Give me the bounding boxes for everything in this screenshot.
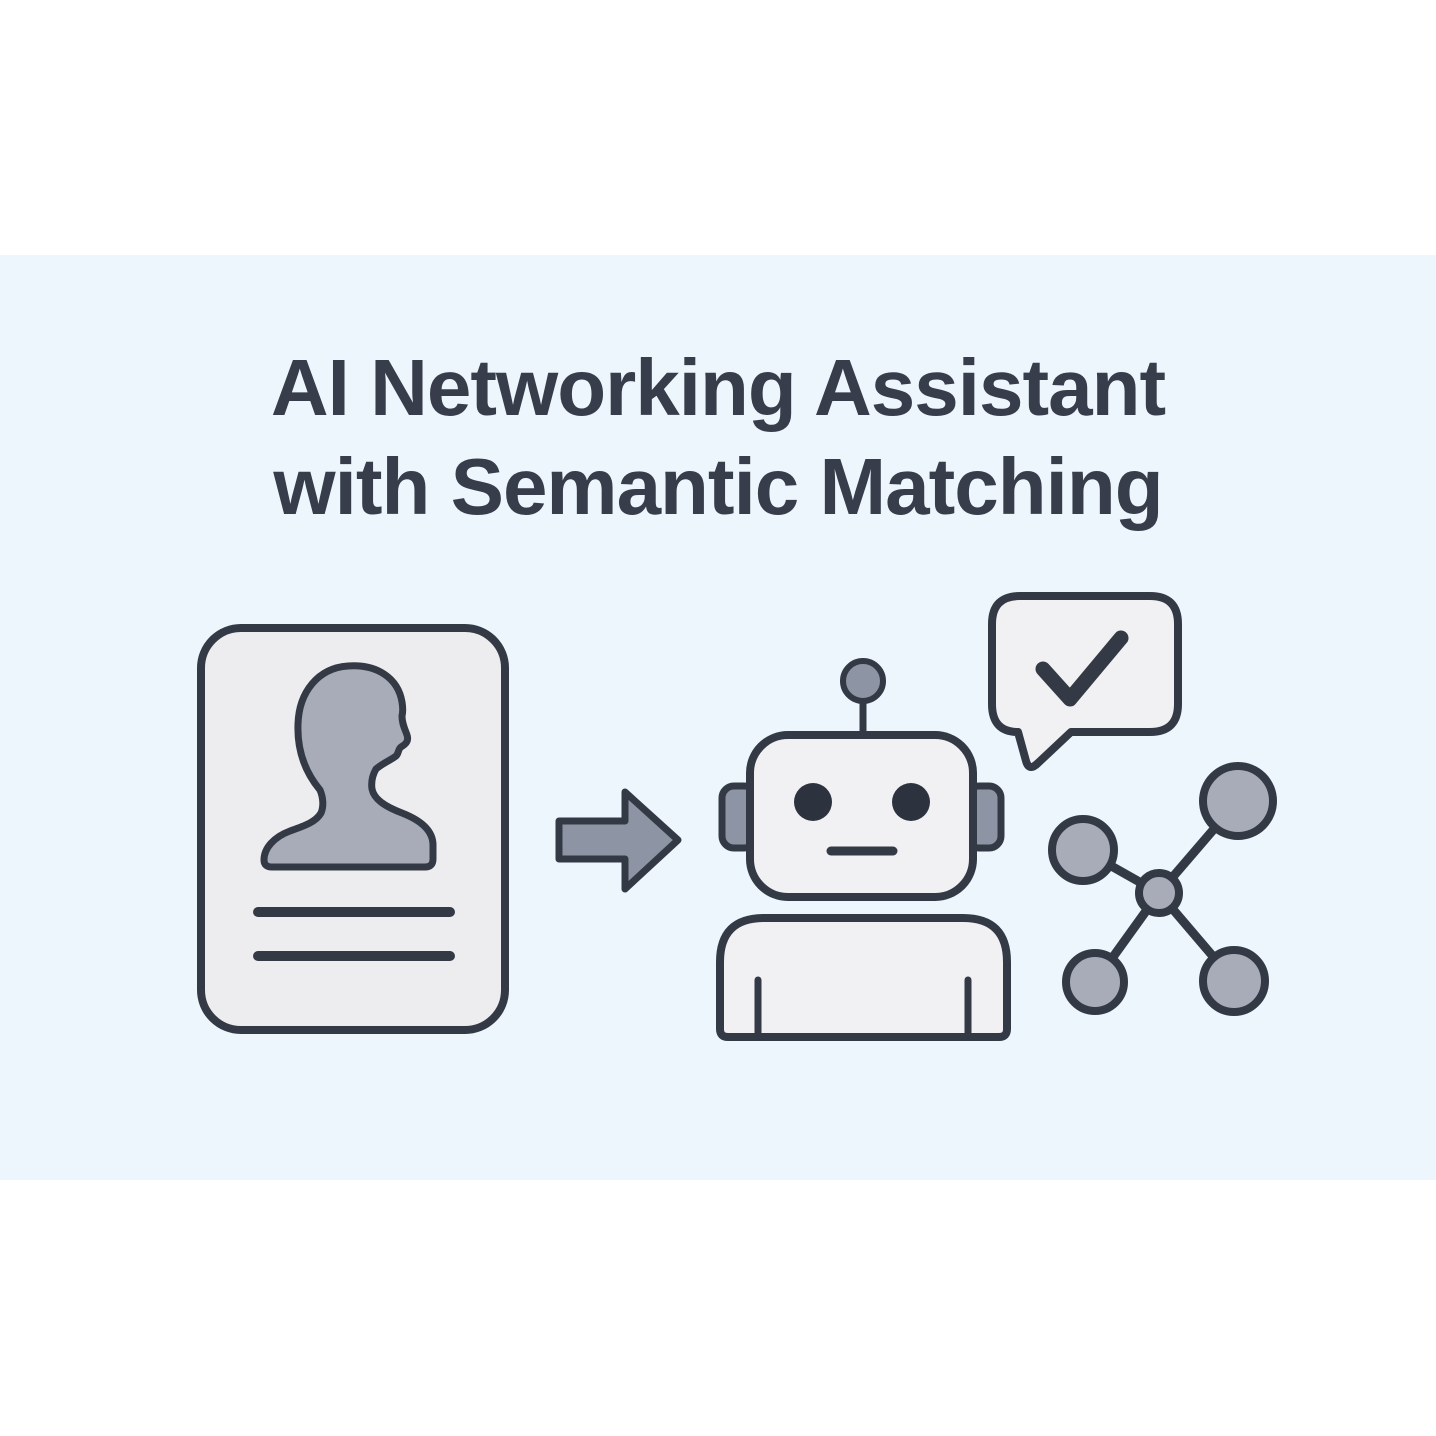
robot-head [746, 731, 977, 901]
network-node-left [1048, 815, 1118, 885]
robot-eye-left [794, 783, 832, 821]
profile-card [197, 624, 509, 1034]
robot-eye-right [892, 783, 930, 821]
page-title-line2: with Semantic Matching [273, 442, 1163, 531]
page-title: AI Networking Assistant with Semantic Ma… [0, 338, 1436, 536]
network-node-bottom-right [1199, 946, 1269, 1016]
speech-bubble-icon [988, 592, 1182, 771]
network-node-center [1135, 869, 1183, 917]
right-arrow-shape [555, 788, 682, 893]
page-title-line1: AI Networking Assistant [270, 343, 1166, 432]
robot-antenna-ball [840, 658, 886, 704]
checkmark-icon [1035, 630, 1129, 707]
right-arrow-icon [555, 788, 682, 893]
person-silhouette-icon [260, 662, 437, 871]
network-graph-icon [1048, 762, 1277, 1016]
network-node-bottom-left [1062, 949, 1128, 1015]
robot-icon [716, 658, 1011, 1041]
robot-torso [716, 914, 1011, 1041]
network-node-top-right [1199, 762, 1277, 840]
